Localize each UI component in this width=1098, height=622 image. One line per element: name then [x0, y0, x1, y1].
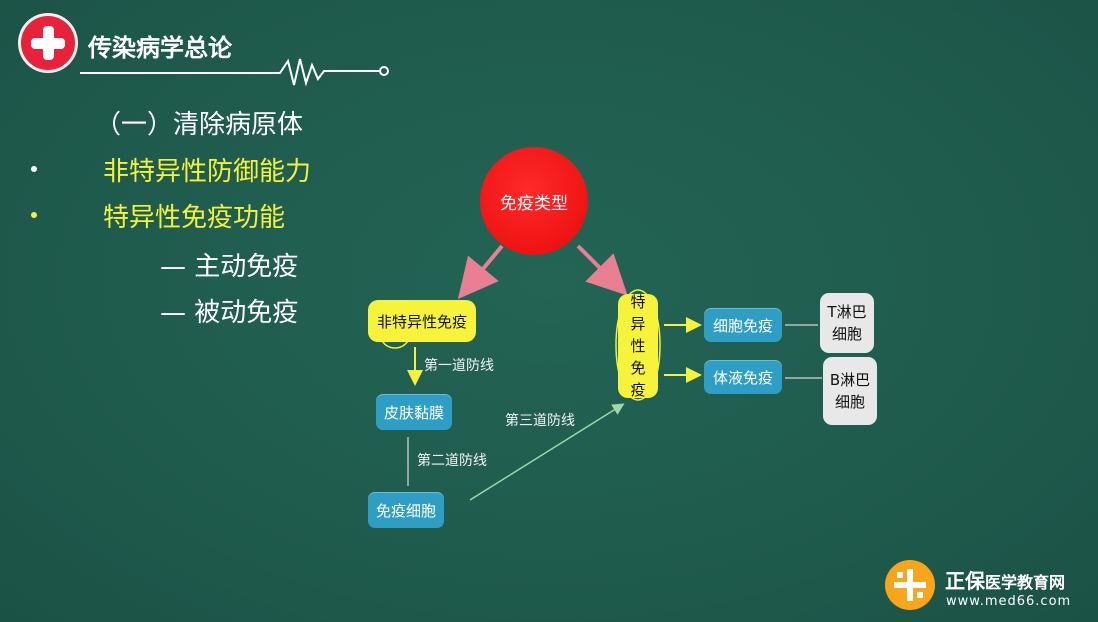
- cellular-immunity-node: 细胞免疫: [704, 308, 782, 342]
- brand-name: 正保医学教育网: [945, 569, 1066, 593]
- immune-cells-node: 免疫细胞: [368, 492, 444, 528]
- first-defense-label: 第一道防线: [424, 358, 494, 374]
- humoral-immunity-node: 体液免疫: [704, 360, 782, 394]
- medical-cross-icon: [18, 13, 78, 73]
- highlight-ellipse: [615, 289, 661, 401]
- subitem-passive: — 被动免疫: [160, 298, 299, 328]
- specific-immunity-node: 特 异 性 免 疫: [618, 293, 658, 399]
- third-defense-label: 第三道防线: [505, 413, 575, 429]
- heartbeat-line-icon: [80, 58, 389, 87]
- section-heading: （一）清除病原体: [95, 110, 304, 140]
- brand-url[interactable]: www.med66.com: [946, 594, 1072, 609]
- arrow-third-line: [469, 403, 625, 501]
- slide-title: 传染病学总论: [88, 34, 232, 62]
- skin-mucosa-node: 皮肤黏膜: [376, 394, 452, 430]
- second-defense-label: 第二道防线: [417, 453, 487, 469]
- list-item-nonspecific: 非特异性防御能力: [103, 157, 312, 187]
- brand-logo-icon: [885, 560, 935, 610]
- nonspecific-immunity-node: 非特异性免疫: [368, 300, 476, 342]
- bullet-dot: [31, 166, 37, 172]
- bullet-dot: [31, 212, 37, 218]
- arrow-to-specific: [576, 244, 628, 296]
- subitem-active: — 主动免疫: [160, 252, 299, 282]
- list-item-specific: 特异性免疫功能: [103, 203, 286, 233]
- b-lymphocyte-node: B淋巴 细胞: [823, 357, 877, 425]
- arrow-to-nonspecific: [457, 244, 504, 300]
- t-lymphocyte-node: T淋巴 细胞: [820, 293, 874, 353]
- immune-type-node: 免疫类型: [480, 147, 588, 255]
